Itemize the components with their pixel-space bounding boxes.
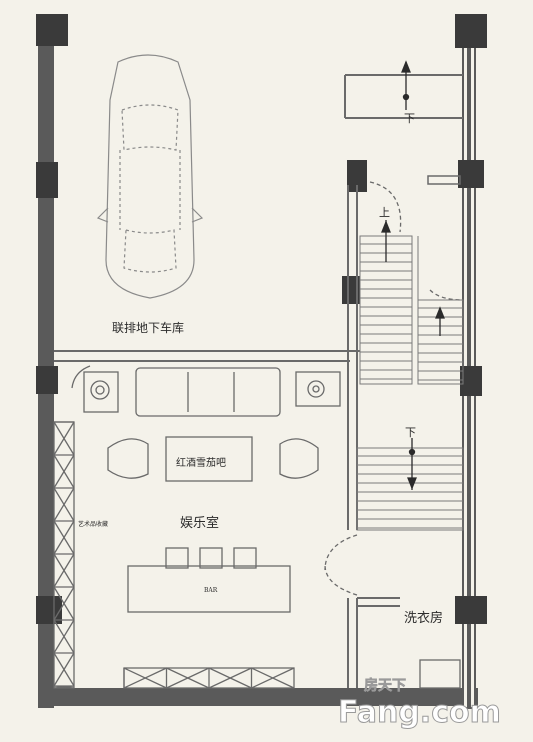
bar-stool xyxy=(199,547,223,569)
cabinet-cross xyxy=(208,667,252,689)
lamp-arc xyxy=(71,365,91,389)
car-mirror xyxy=(96,207,109,223)
car-mirror xyxy=(191,207,204,223)
room-label-wine-bar: 红酒雪茄吧 xyxy=(176,456,226,469)
stair-label-up: 上 xyxy=(379,206,390,219)
car-body xyxy=(105,54,195,299)
bar-counter-mark: BAR xyxy=(204,587,218,594)
pillar xyxy=(36,366,58,394)
bar-counter xyxy=(127,565,291,613)
pillar xyxy=(347,160,367,192)
cabinet-compartments xyxy=(123,667,295,689)
arrow-head xyxy=(401,60,411,73)
room-label-laundry: 洗衣房 xyxy=(404,610,443,626)
arrow-dot xyxy=(402,93,410,101)
lamp-icon-inner xyxy=(95,385,105,395)
door-panel xyxy=(427,175,461,185)
arrow-head xyxy=(435,306,445,319)
shelf-cross xyxy=(53,586,75,621)
stair-arrows xyxy=(381,60,445,490)
side-table xyxy=(295,371,341,407)
staircase xyxy=(356,235,464,531)
room-label-art-display: 艺术品收藏 xyxy=(78,520,108,528)
cabinet-cross xyxy=(251,667,295,689)
armchair-left xyxy=(107,438,149,479)
pillar xyxy=(36,596,62,624)
room-label-garage: 联排地下车库 xyxy=(112,320,184,335)
armchair-right xyxy=(279,438,319,479)
room-label-entertainment: 娱乐室 xyxy=(180,515,219,531)
lamp-icon-inner xyxy=(312,385,320,393)
shelf-cross xyxy=(53,520,75,555)
bar-stool xyxy=(233,547,257,569)
shelf-cross xyxy=(53,685,75,689)
furniture xyxy=(53,365,461,689)
shelf-cross xyxy=(53,421,75,456)
pillar xyxy=(36,14,68,46)
shelf-cross xyxy=(53,652,75,687)
pillar xyxy=(342,276,360,304)
car-rear-window xyxy=(123,229,177,273)
watermark: 房天下 Fang.com xyxy=(338,677,502,731)
right-wall-core xyxy=(467,18,471,708)
stair-treads xyxy=(360,243,463,381)
stair-flight-right xyxy=(417,299,464,385)
car xyxy=(96,54,204,299)
pillar xyxy=(455,14,487,48)
car-windshield xyxy=(121,104,179,151)
sofa xyxy=(135,367,281,417)
shelf-cross xyxy=(53,553,75,588)
pillars xyxy=(36,14,487,624)
door-swing xyxy=(324,564,358,596)
cabinet-cross xyxy=(166,667,210,689)
wine-bar-table xyxy=(165,436,253,482)
cabinet-cross xyxy=(123,667,167,689)
watermark-logo: Fang.com xyxy=(338,695,501,730)
stair-lower xyxy=(356,447,464,531)
pillar xyxy=(460,366,482,396)
pillar xyxy=(36,162,58,198)
stair-label-down-top: 下 xyxy=(404,112,415,125)
shelf-cross xyxy=(53,619,75,654)
watermark-cn: 房天下 xyxy=(364,677,406,694)
arrow-head xyxy=(407,477,417,490)
laundry-machine xyxy=(419,659,461,689)
lamp-icon xyxy=(90,380,110,400)
lamp-icon xyxy=(307,380,325,398)
bar-stool xyxy=(165,547,189,569)
shelf-cross xyxy=(53,454,75,489)
shelf-compartments xyxy=(53,421,75,689)
shelf-cross xyxy=(53,487,75,522)
stair-label-down-mid: 下 xyxy=(405,426,416,439)
arrow-head xyxy=(381,220,391,233)
pillar xyxy=(455,596,487,624)
bottom-wall xyxy=(38,688,478,706)
arrow-dot xyxy=(408,448,416,456)
door-swing xyxy=(369,181,402,233)
side-table xyxy=(83,371,119,413)
pillar xyxy=(458,160,484,188)
